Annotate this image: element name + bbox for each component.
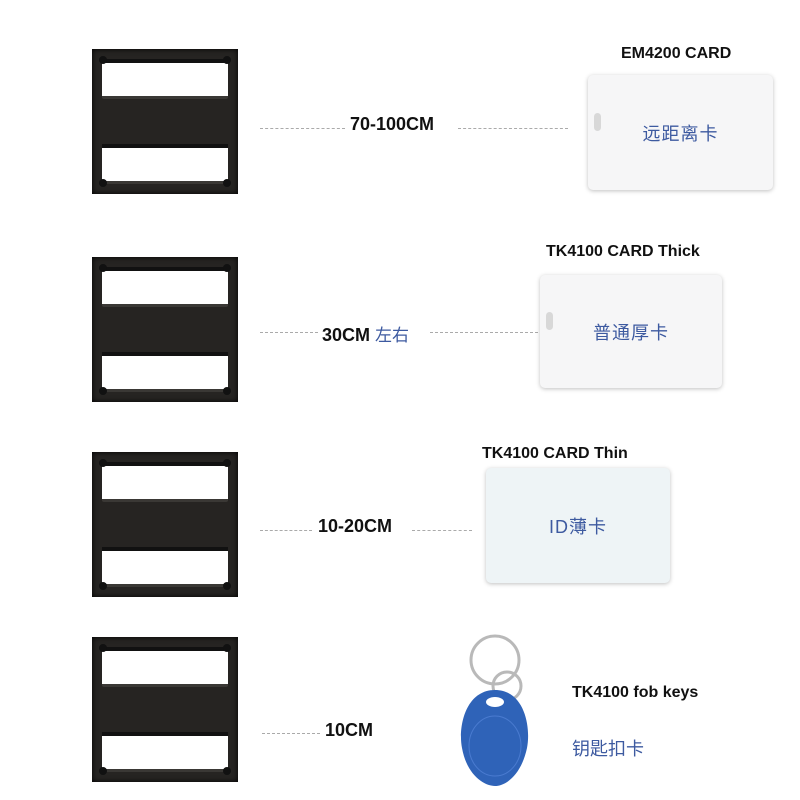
distance-line — [260, 128, 345, 129]
rfid-reader-image — [92, 637, 238, 782]
tk4100-thin-card-image: ID薄卡 — [486, 468, 670, 583]
reader-window — [102, 59, 228, 99]
reader-window — [102, 144, 228, 184]
distance-line — [430, 332, 538, 333]
card-text: ID薄卡 — [549, 516, 607, 537]
distance-line — [458, 128, 568, 129]
distance-line — [412, 530, 472, 531]
distance-line — [260, 530, 312, 531]
card-text: 远距离卡 — [642, 123, 719, 144]
card-text: 钥匙扣卡 — [572, 739, 644, 759]
tk4100-thick-card-image: 普通厚卡 — [540, 275, 722, 388]
card-label: TK4100 fob keys — [572, 684, 699, 701]
em4200-card-image: 远距离卡 — [588, 75, 773, 190]
key-fob-image — [460, 634, 529, 786]
rfid-reader-image — [92, 452, 238, 597]
distance-line — [260, 332, 318, 333]
card-label: TK4100 CARD Thin — [482, 445, 628, 462]
card-label: TK4100 CARD Thick — [546, 243, 700, 260]
card-label: EM4200 CARD — [621, 45, 732, 62]
distance-label: 10-20CM — [318, 516, 393, 536]
rfid-reader-image — [92, 257, 238, 402]
distance-line — [262, 733, 320, 734]
card-text: 普通厚卡 — [593, 322, 669, 343]
rfid-reader-image — [92, 49, 238, 194]
distance-label: 10CM — [325, 720, 374, 740]
distance-label: 30CM 左右 — [322, 325, 410, 345]
distance-label: 70-100CM — [350, 114, 435, 134]
